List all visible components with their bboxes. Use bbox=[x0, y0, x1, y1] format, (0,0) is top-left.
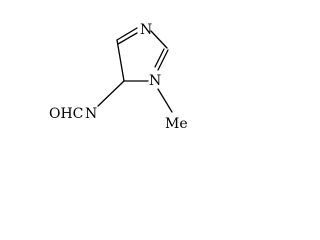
atom-ring-n1-label: N bbox=[149, 73, 161, 89]
atom-formyl-label: OHC bbox=[49, 106, 83, 122]
bond-c5-nh bbox=[97, 80, 125, 107]
bond-n1-methyl bbox=[157, 88, 173, 113]
bond-c2-n1-double-inner bbox=[154, 48, 165, 68]
structure-diagram: N N N OHC Me bbox=[49, 22, 188, 132]
bond-n3-c2 bbox=[150, 30, 168, 49]
atom-methyl-label: Me bbox=[165, 116, 188, 132]
bond-c4-n3-double-inner bbox=[117, 32, 138, 45]
bond-c4-n3-double bbox=[116, 27, 138, 41]
bond-c2-n1-double bbox=[157, 49, 169, 71]
atom-amide-n-label: N bbox=[85, 106, 97, 122]
bond-c5-c4 bbox=[116, 39, 125, 82]
atom-ring-n3-label: N bbox=[140, 22, 152, 38]
